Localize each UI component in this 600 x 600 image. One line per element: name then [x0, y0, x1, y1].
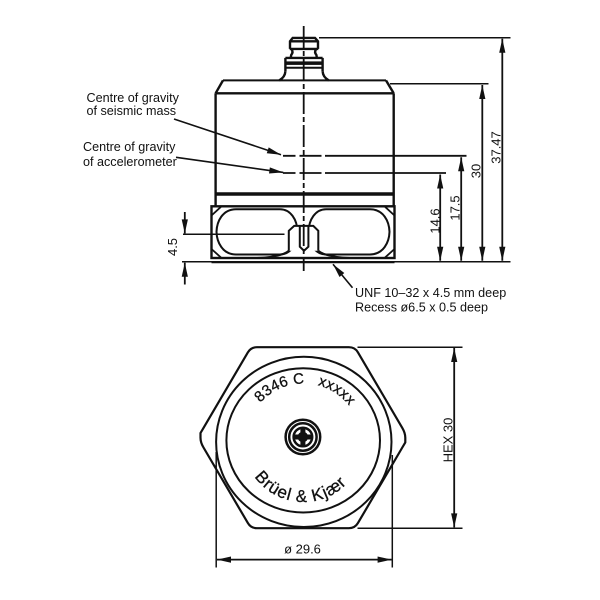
svg-text:HEX 30: HEX 30: [441, 418, 456, 463]
svg-text:17.5: 17.5: [448, 195, 463, 220]
svg-text:Centre of gravity: Centre of gravity: [83, 140, 176, 154]
svg-text:UNF 10–32 x 4.5 mm deep: UNF 10–32 x 4.5 mm deep: [355, 286, 506, 300]
svg-text:4.5: 4.5: [165, 238, 180, 256]
svg-text:of seismic mass: of seismic mass: [87, 104, 177, 118]
svg-text:30: 30: [469, 164, 484, 178]
svg-text:of accelerometer: of accelerometer: [83, 155, 177, 169]
svg-text:Recess ø6.5 x 0.5 deep: Recess ø6.5 x 0.5 deep: [355, 301, 488, 315]
svg-text:14.6: 14.6: [428, 208, 443, 233]
svg-text:37.47: 37.47: [489, 131, 504, 164]
svg-text:ø 29.6: ø 29.6: [284, 542, 321, 557]
svg-text:Brüel & Kjær: Brüel & Kjær: [251, 467, 350, 506]
svg-text:Centre of gravity: Centre of gravity: [87, 91, 180, 105]
